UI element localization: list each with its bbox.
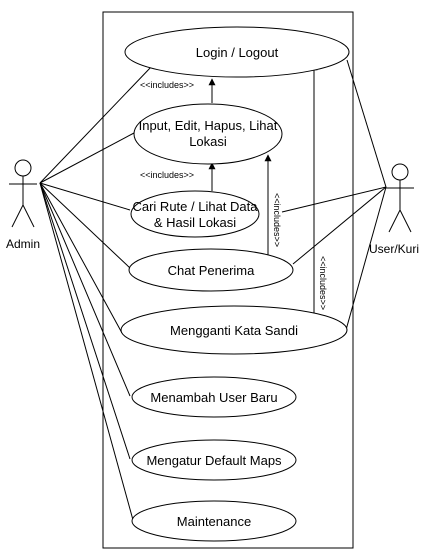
actor-admin-label: Admin xyxy=(6,237,40,251)
assoc-admin-input xyxy=(39,132,135,184)
assoc-admin-maintenance xyxy=(39,182,134,521)
assoc-user-chat xyxy=(292,186,387,265)
usecase-chat-penerima[interactable] xyxy=(128,248,294,292)
assoc-user-login xyxy=(346,59,387,188)
usecase-input-lokasi[interactable] xyxy=(133,103,283,165)
associations xyxy=(39,59,387,521)
usecase-chat-label: Chat Penerima xyxy=(168,263,255,278)
assoc-admin-maps xyxy=(39,182,131,460)
include-arrows xyxy=(208,63,318,320)
usecase-userbaru-label: Menambah User Baru xyxy=(150,390,277,405)
actor-user[interactable] xyxy=(386,163,414,233)
usecase-maps-label: Mengatur Default Maps xyxy=(146,453,282,468)
usecase-login-label: Login / Logout xyxy=(196,45,279,60)
usecase-cari-rute[interactable] xyxy=(130,190,260,238)
stereotype-input-login: <<includes>> xyxy=(140,80,194,90)
usecase-rute-label-line1: Cari Rute / Lihat Data xyxy=(132,199,258,214)
stereotype-sandi-login: <<includes>> xyxy=(318,256,328,310)
usecase-rute-label-line2: & Hasil Lokasi xyxy=(154,215,236,230)
assoc-admin-rute xyxy=(39,182,131,211)
use-cases xyxy=(120,26,350,542)
system-boundary xyxy=(102,11,354,549)
stereotype-rute-input: <<includes>> xyxy=(140,170,194,180)
actor-user-label: User/Kuri xyxy=(369,242,419,256)
assoc-admin-chat xyxy=(39,182,131,269)
stereotype-chat-input: <<includes>> xyxy=(272,193,282,247)
usecase-mengganti-kata-sandi[interactable] xyxy=(120,305,348,355)
actor-admin[interactable] xyxy=(9,159,37,228)
usecase-login[interactable] xyxy=(124,26,350,78)
assoc-user-rute xyxy=(281,186,387,213)
usecase-maintenance-label: Maintenance xyxy=(177,514,251,529)
use-case-labels: Login / Logout Input, Edit, Hapus, Lihat… xyxy=(132,45,298,529)
assoc-admin-sandi xyxy=(39,182,123,334)
usecase-input-label-line2: Lokasi xyxy=(189,134,227,149)
usecase-maintenance[interactable] xyxy=(131,500,297,542)
usecase-sandi-label: Mengganti Kata Sandi xyxy=(170,323,298,338)
assoc-user-sandi xyxy=(345,186,387,331)
usecase-menambah-user-baru[interactable] xyxy=(131,376,297,418)
assoc-admin-userbaru xyxy=(39,182,131,397)
usecase-input-label-line1: Input, Edit, Hapus, Lihat xyxy=(139,118,278,133)
usecase-mengatur-default-maps[interactable] xyxy=(131,439,297,481)
assoc-admin-login xyxy=(39,65,153,184)
